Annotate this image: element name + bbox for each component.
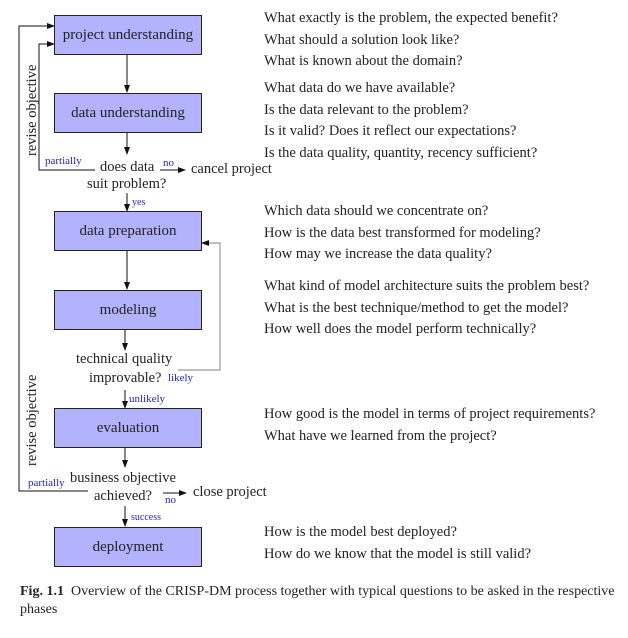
branch-label-yes: yes [132,197,146,208]
questions-deployment: How is the model best deployed? How do w… [264,522,531,565]
phase-project-understanding: project understanding [54,15,202,55]
phase-label: data understanding [71,104,185,121]
branch-label-partially: partially [45,155,82,167]
loop-partially-business [18,23,88,492]
question: How well does the model perform technica… [264,321,537,337]
question: What exactly is the problem, the expecte… [264,10,558,26]
phase-data-preparation: data preparation [54,211,202,251]
questions-data-preparation: Which data should we concentrate on? How… [264,201,541,266]
decision-business-line2: achieved? [94,488,152,504]
question: How may we increase the data quality? [264,246,492,262]
question: Is it valid? Does it reflect our expecta… [264,123,517,139]
questions-modeling: What kind of model architecture suits th… [264,276,589,341]
phase-label: modeling [99,301,157,318]
phase-label: project understanding [62,26,194,43]
outcome-cancel-project: cancel project [191,161,272,177]
branch-label-likely: likely [168,372,194,384]
decision-tech-quality-line1: technical quality [76,351,173,367]
phase-label: data preparation [79,222,177,239]
outcome-close-project: close project [193,484,267,500]
side-label-revise-objective-top: revise objective [24,64,40,156]
phase-evaluation: evaluation [54,408,202,448]
branch-label-partially-business: partially [28,477,65,489]
questions-project-understanding: What exactly is the problem, the expecte… [264,8,558,73]
loop-partially-data [38,41,95,171]
phase-data-understanding: data understanding [54,93,202,133]
questions-data-understanding: What data do we have available? Is the d… [264,78,537,164]
question: What is known about the domain? [264,53,463,69]
figure-caption: Fig. 1.1 Overview of the CRISP-DM proces… [20,583,616,619]
phase-label: evaluation [96,419,160,436]
decision-data-suit-line2: suit problem? [87,176,167,192]
phase-modeling: modeling [54,290,202,330]
question: Is the data relevant to the problem? [264,101,469,118]
question: What is the best technique/method to get… [264,299,569,316]
question: What should a solution look like? [264,31,460,48]
questions-evaluation: How good is the model in terms of projec… [264,404,595,447]
decision-data-suit-line1: does data [100,159,155,175]
question: How good is the model in terms of projec… [264,406,596,422]
caption-label: Fig. 1.1 [20,584,64,599]
phase-deployment: deployment [54,527,202,567]
branch-label-no: no [163,157,174,169]
question: What have we learned from the project? [264,427,497,444]
question: What data do we have available? [264,80,456,96]
decision-tech-quality-line2: improvable? [89,370,162,386]
loop-likely [178,240,221,371]
branch-label-success: success [131,512,161,523]
branch-label-no-business: no [165,494,176,506]
branch-label-unlikely: unlikely [129,393,166,405]
caption-text: Overview of the CRISP-DM process togethe… [20,584,615,617]
question: What kind of model architecture suits th… [264,278,590,294]
question: Is the data quality, quantity, recency s… [264,144,538,161]
question: Which data should we concentrate on? [264,203,489,219]
question: How is the data best transformed for mod… [264,224,541,241]
question: How is the model best deployed? [264,524,457,540]
decision-business-line1: business objective [70,470,176,486]
question: How do we know that the model is still v… [264,545,532,562]
side-label-revise-objective-bottom: revise objective [24,374,40,466]
phase-label: deployment [92,538,164,555]
